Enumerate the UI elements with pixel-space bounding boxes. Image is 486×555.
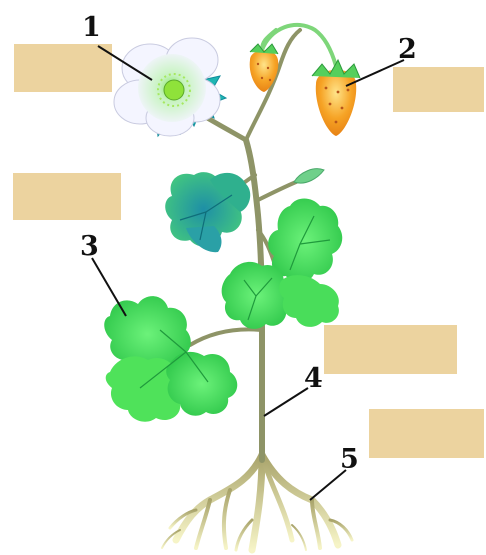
pointer-line-4 (264, 388, 308, 416)
blank-box-5[interactable] (369, 409, 484, 458)
label-number-4: 4 (304, 363, 323, 394)
roots-icon (162, 455, 352, 550)
label-number-3: 3 (80, 231, 99, 262)
label-number-1: 1 (82, 12, 101, 43)
compound-leaf-icon-upper (165, 172, 250, 252)
blank-box-4[interactable] (324, 325, 457, 374)
blank-box-1[interactable] (14, 44, 112, 92)
strawberry-fruit-icon (312, 60, 360, 136)
blank-box-3[interactable] (13, 173, 121, 220)
label-number-2: 2 (398, 34, 417, 65)
bud-icon (294, 169, 324, 183)
label-number-5: 5 (340, 444, 359, 475)
blank-box-2[interactable] (393, 67, 484, 112)
pointer-line-3 (92, 258, 126, 316)
compound-leaf-icon-lower (104, 296, 237, 422)
